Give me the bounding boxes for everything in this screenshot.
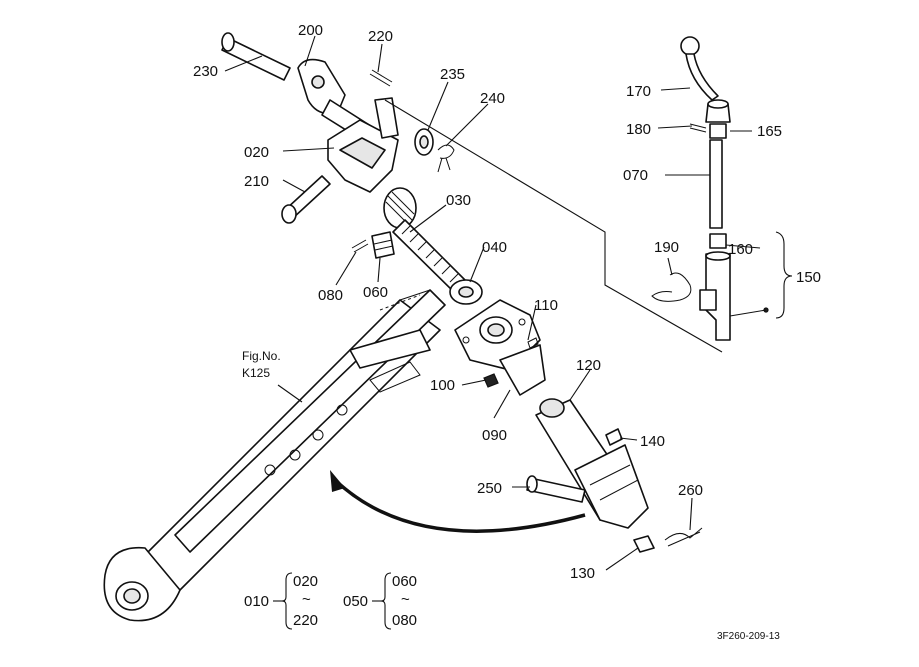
callout-220: 220 [368,28,393,45]
callout-080: 080 [318,287,343,304]
callout-210: 210 [244,173,269,190]
callout-165: 165 [757,123,782,140]
callout-170: 170 [626,83,651,100]
group-010: 010 020 ~ 220 [244,572,318,630]
figref-line1: Fig.No. [242,349,281,363]
callout-230: 230 [193,63,218,80]
callout-070: 070 [623,167,648,184]
callout-060: 060 [363,284,388,301]
assembly-arrow-head [330,470,345,492]
group-010-to: 220 [293,612,318,629]
callout-020: 020 [244,144,269,161]
group-050-parent: 050 [343,593,368,610]
callout-140: 140 [640,433,665,450]
callout-250: 250 [477,480,502,497]
top-clevis-assembly [221,32,455,224]
callout-120: 120 [576,357,601,374]
callout-180: 180 [626,121,651,138]
leader-lines [224,35,793,571]
callout-260: 260 [678,482,703,499]
group-050-tilde: ~ [401,591,410,608]
callout-100: 100 [430,377,455,394]
adjusting-screw [351,187,483,305]
lower-link-arm [103,289,446,622]
callout-160: 160 [728,241,753,258]
callout-200: 200 [298,22,323,39]
group-050-from: 060 [392,573,417,590]
group-010-from: 020 [293,573,318,590]
group-010-tilde: ~ [302,591,311,608]
callout-040: 040 [482,239,507,256]
assembly-arrow [333,478,586,533]
group-050-to: 080 [392,612,417,629]
callout-190: 190 [654,239,679,256]
callout-030: 030 [446,192,471,209]
callout-130: 130 [570,565,595,582]
callout-labels: 230 200 220 235 240 020 210 030 040 080 … [193,22,821,582]
group-010-parent: 010 [244,593,269,610]
figure-reference: Fig.No. K125 [242,349,281,380]
callout-110: 110 [534,297,558,314]
drawing-code: 3F260-209-13 [717,631,780,642]
housing-tube [454,299,703,553]
callout-150: 150 [796,269,821,286]
figref-line2: K125 [242,366,270,380]
group-050: 050 060 ~ 080 [343,572,417,630]
lever-assembly [651,36,769,341]
callout-240: 240 [480,90,505,107]
callout-235: 235 [440,66,465,83]
callout-090: 090 [482,427,507,444]
